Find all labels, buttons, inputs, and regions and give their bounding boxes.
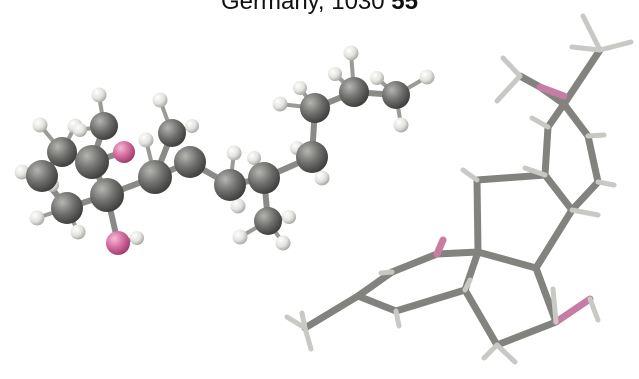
oxygen-atoms-left [106, 141, 135, 255]
carbon-bonds-right [301, 46, 604, 349]
hydrogen-atoms-left [14, 45, 435, 251]
carbon-atoms-left [26, 77, 410, 235]
caption-number: 55 [391, 0, 418, 15]
ball-and-stick-model [14, 45, 435, 255]
oxygen-bonds-right [433, 83, 594, 326]
hydrogen-bonds-right [284, 13, 634, 365]
caption-text: Germany, 1030 [220, 0, 392, 15]
stick-model [284, 13, 634, 365]
figure-caption: Germany, 1030 55 [0, 0, 639, 17]
